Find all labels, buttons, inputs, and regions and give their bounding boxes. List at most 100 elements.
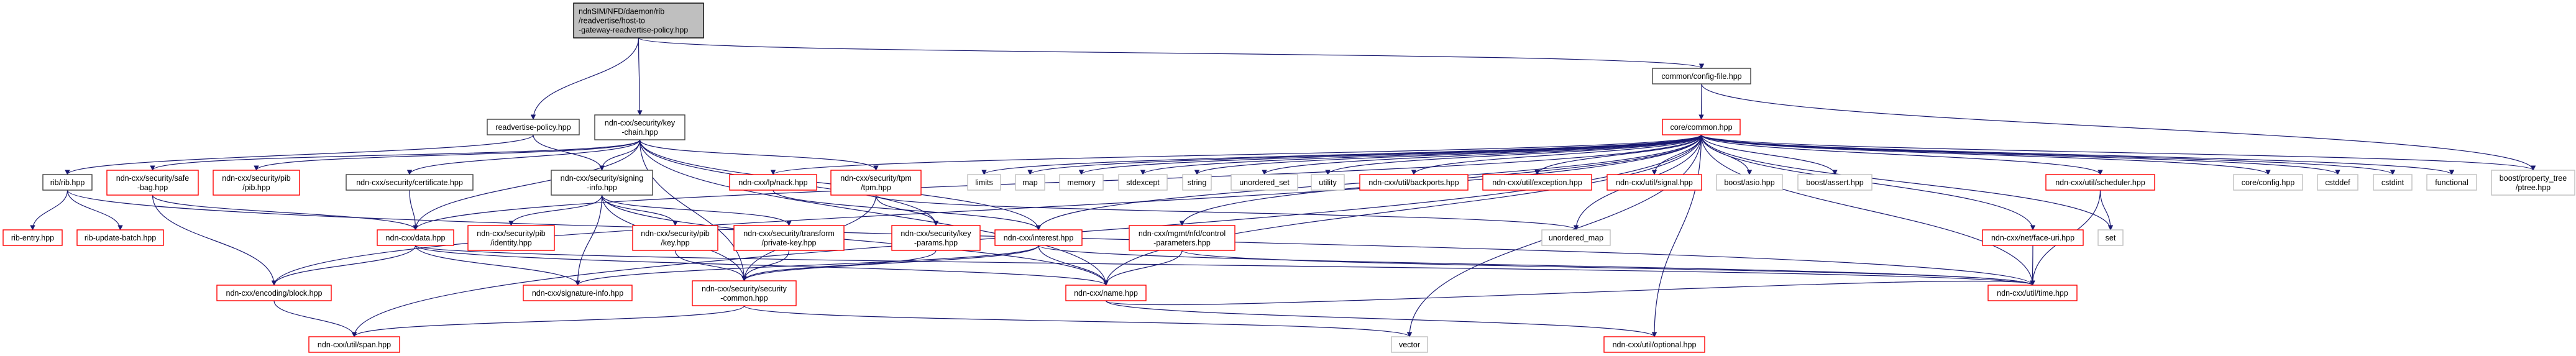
edge-common-to-limits	[981, 134, 1702, 175]
node-box	[1182, 174, 1212, 191]
edge-kc-to-pib	[254, 139, 641, 171]
node-label: /key.hpp	[661, 239, 689, 247]
node-box	[2317, 174, 2358, 191]
node-rp[interactable]: readvertise-policy.hpp	[487, 119, 580, 135]
node-faceuri[interactable]: ndn-cxx/net/face-uri.hpp	[1982, 229, 2084, 246]
node-identity[interactable]: ndn-cxx/security/pib/identity.hpp	[467, 225, 555, 251]
edge-top-to-rp	[530, 37, 639, 120]
edge-si-to-name	[601, 194, 1109, 286]
node-label: ndn-cxx/util/optional.hpp	[1613, 340, 1697, 349]
node-ribentry[interactable]: rib-entry.hpp	[2, 229, 63, 246]
node-assert: boost/assert.hpp	[1797, 174, 1872, 191]
node-label: ndn-cxx/util/span.hpp	[318, 340, 391, 349]
node-label: -params.hpp	[914, 239, 958, 247]
node-label: ndn-cxx/security/certificate.hpp	[356, 178, 463, 187]
edge-kc-to-tpm	[639, 139, 879, 171]
node-rib[interactable]: rib/rib.hpp	[42, 174, 93, 191]
node-label: ndn-cxx/security/pib	[641, 229, 710, 238]
node-box	[1982, 229, 2084, 246]
node-label: common/config-file.hpp	[1661, 72, 1741, 81]
node-kc[interactable]: ndn-cxx/security/key-chain.hpp	[594, 114, 685, 140]
edge-tpm-to-umap	[875, 194, 1579, 230]
node-signal[interactable]: ndn-cxx/util/signal.hpp	[1607, 174, 1702, 191]
node-box	[1541, 229, 1611, 246]
node-box	[487, 119, 580, 135]
node-vector: vector	[1391, 336, 1428, 353]
node-box	[830, 170, 922, 196]
node-exception[interactable]: ndn-cxx/util/exception.hpp	[1482, 174, 1592, 191]
node-umap: unordered_map	[1541, 229, 1611, 246]
node-data[interactable]: ndn-cxx/data.hpp	[377, 229, 454, 246]
node-top[interactable]: ndnSIM/NFD/daemon/rib/readvertise/host-t…	[573, 2, 704, 39]
node-label: utility	[1319, 178, 1337, 187]
node-name[interactable]: ndn-cxx/name.hpp	[1065, 285, 1147, 301]
node-box	[733, 225, 845, 251]
edge-pibkey-to-sc	[674, 250, 747, 281]
node-sigi[interactable]: ndn-cxx/signature-info.hpp	[523, 285, 633, 301]
node-box	[2, 229, 63, 246]
node-optional[interactable]: ndn-cxx/util/optional.hpp	[1603, 336, 1705, 353]
edge-interest-to-sigi	[575, 245, 1039, 286]
edge-data-to-sigi	[415, 245, 580, 286]
node-pibkey[interactable]: ndn-cxx/security/pib/key.hpp	[632, 225, 718, 251]
node-box	[1603, 336, 1705, 353]
node-label: /readvertise/host-to	[579, 17, 645, 25]
node-safebag[interactable]: ndn-cxx/security/safe-bag.hpp	[106, 170, 199, 196]
node-block[interactable]: ndn-cxx/encoding/block.hpp	[216, 285, 332, 301]
edge-common-to-set	[1700, 134, 2114, 230]
node-label: core/config.hpp	[2242, 178, 2295, 187]
node-ribub[interactable]: rib-update-batch.hpp	[76, 229, 164, 246]
node-si[interactable]: ndn-cxx/security/signing-info.hpp	[551, 170, 653, 196]
node-ctrl[interactable]: ndn-cxx/mgmt/nfd/control-parameters.hpp	[1129, 225, 1235, 251]
node-span[interactable]: ndn-cxx/util/span.hpp	[308, 336, 400, 353]
node-label: ndn-cxx/util/time.hpp	[1997, 289, 2068, 298]
node-label: ndn-cxx/net/face-uri.hpp	[1991, 234, 2074, 242]
node-utility: utility	[1311, 174, 1345, 191]
node-nack[interactable]: ndn-cxx/lp/nack.hpp	[729, 174, 817, 191]
node-pib[interactable]: ndn-cxx/security/pib/pib.hpp	[213, 170, 300, 196]
node-backports[interactable]: ndn-cxx/util/backports.hpp	[1359, 174, 1469, 191]
node-box	[967, 174, 1001, 191]
node-label: ndn-cxx/security/transform	[743, 229, 835, 238]
edge-top-to-cfg	[638, 37, 1704, 69]
node-privkey[interactable]: ndn-cxx/security/transform/private-key.h…	[733, 225, 845, 251]
node-label: set	[2106, 234, 2116, 242]
edge-common-to-cstdint	[1700, 134, 2395, 175]
node-limits: limits	[967, 174, 1001, 191]
node-box	[1118, 174, 1168, 191]
node-sc[interactable]: ndn-cxx/security/security-common.hpp	[692, 280, 797, 306]
node-box	[1482, 174, 1592, 191]
node-label: ndn-cxx/data.hpp	[386, 234, 446, 242]
node-map: map	[1015, 174, 1045, 191]
node-label: ndn-cxx/encoding/block.hpp	[226, 289, 323, 298]
edge-top-to-kc	[637, 37, 643, 116]
node-box	[1065, 285, 1147, 301]
node-box	[1129, 225, 1235, 251]
node-label: unordered_map	[1549, 234, 1603, 242]
node-kp[interactable]: ndn-cxx/security/key-params.hpp	[891, 225, 981, 251]
node-label: ndn-cxx/security/tpm	[840, 174, 912, 183]
node-label: string	[1188, 178, 1207, 187]
node-common[interactable]: core/common.hpp	[1662, 119, 1741, 135]
node-config: core/config.hpp	[2233, 174, 2303, 191]
node-box	[216, 285, 332, 301]
node-label: rib-update-batch.hpp	[85, 234, 156, 242]
node-box	[1391, 336, 1428, 353]
node-interest[interactable]: ndn-cxx/interest.hpp	[994, 229, 1083, 246]
node-time[interactable]: ndn-cxx/util/time.hpp	[1987, 285, 2078, 301]
node-tpm[interactable]: ndn-cxx/security/tpm/tpm.hpp	[830, 170, 922, 196]
node-box	[1987, 285, 2078, 301]
node-box	[692, 280, 797, 306]
node-box	[1607, 174, 1702, 191]
node-box	[2373, 174, 2413, 191]
edge-common-to-scheduler	[1700, 134, 2103, 175]
node-cert[interactable]: ndn-cxx/security/certificate.hpp	[346, 174, 474, 191]
node-label: rib/rib.hpp	[50, 178, 85, 187]
node-scheduler[interactable]: ndn-cxx/util/scheduler.hpp	[2045, 174, 2155, 191]
node-cfg[interactable]: common/config-file.hpp	[1652, 68, 1751, 84]
edge-nack-to-interest	[772, 189, 1042, 230]
edge-common-to-memory	[1079, 134, 1702, 175]
edge-sc-to-vector	[743, 305, 1412, 337]
node-set: set	[2097, 229, 2124, 246]
